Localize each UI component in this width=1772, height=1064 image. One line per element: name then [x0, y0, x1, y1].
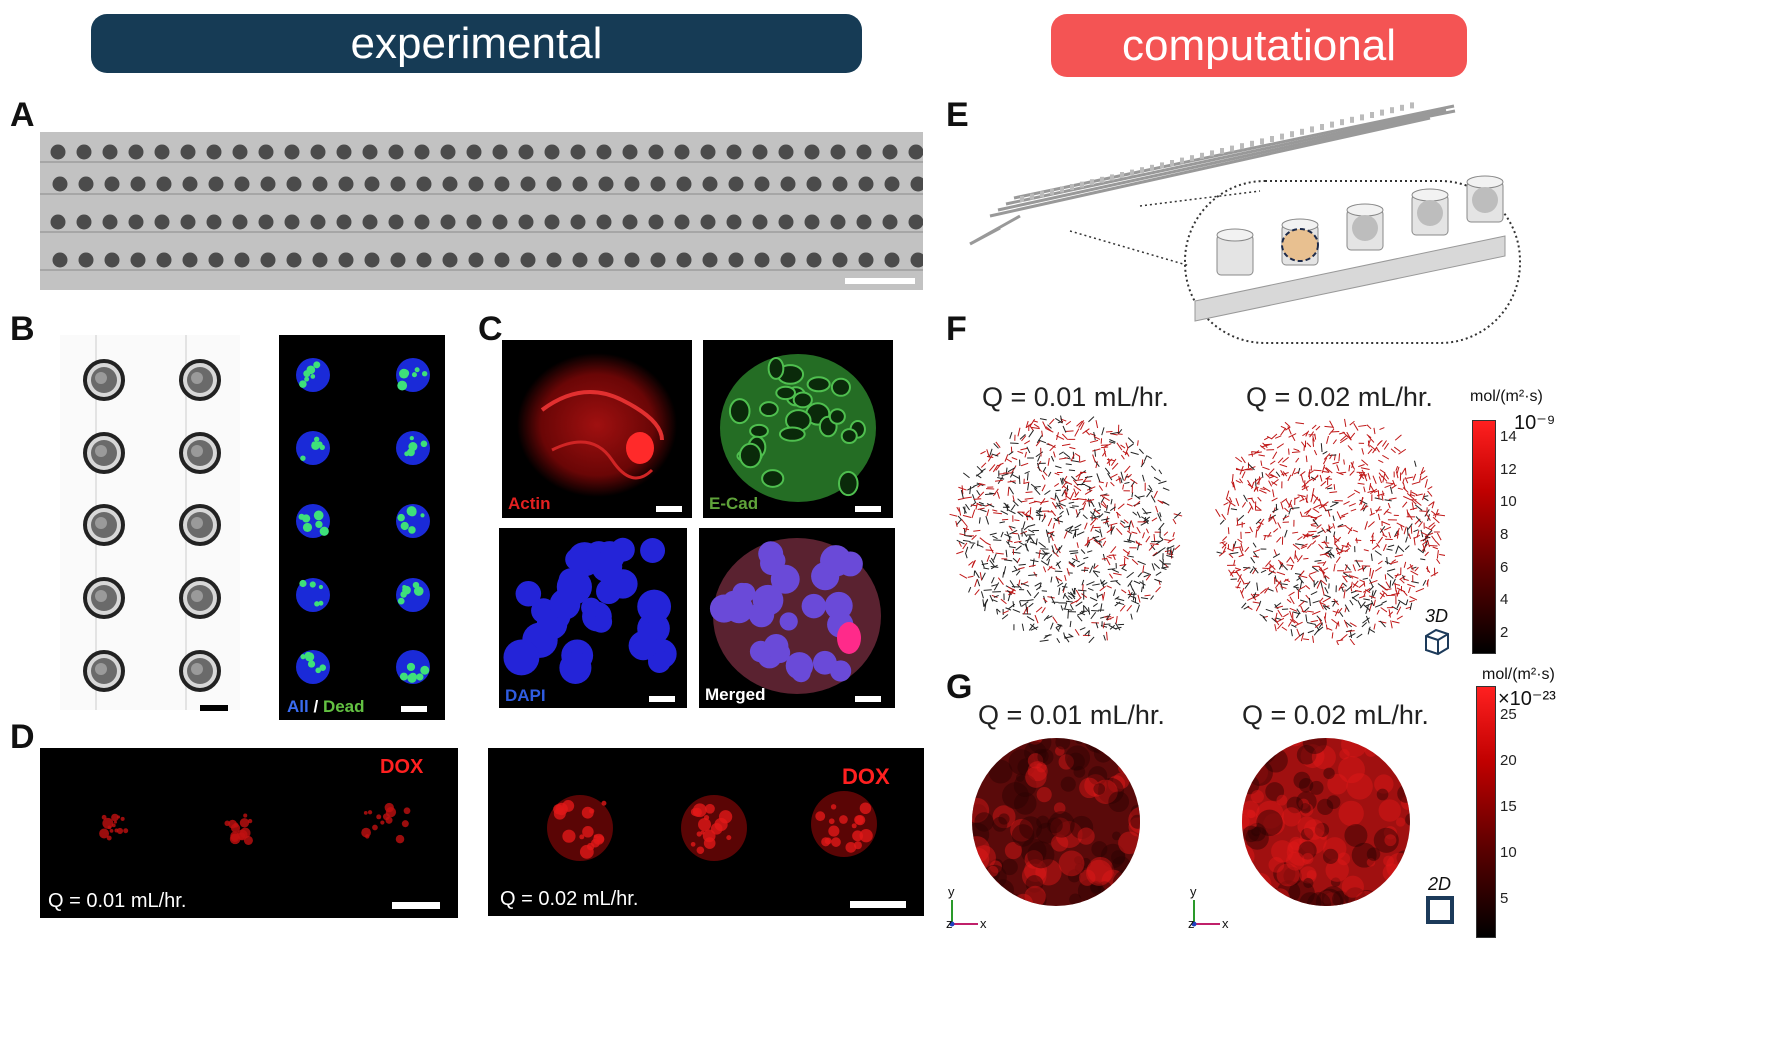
colorbar-exponent-g: ×10⁻²³ [1498, 688, 1556, 710]
axis-y-label: y [1190, 884, 1197, 899]
ecad-image: E-Cad [703, 340, 893, 518]
dox-image-low-flow: DOX Q = 0.01 mL/hr. [40, 748, 458, 918]
colorbar-tick-label: 20 [1500, 752, 1517, 769]
panel-label-e: E [946, 96, 969, 134]
live-dead-fluorescence-image: All / Dead [279, 335, 445, 720]
colorbar-f [1472, 420, 1496, 654]
flux-sphere-low-flow [945, 415, 1185, 645]
dapi-label: DAPI [505, 686, 546, 705]
cube-3d-icon [1422, 626, 1452, 661]
view-3d-label: 3D [1425, 606, 1449, 626]
colorbar-tick-label: 25 [1500, 706, 1517, 723]
colorbar-tick-label: 6 [1500, 558, 1509, 576]
computational-header: computational [1051, 14, 1467, 77]
legend-dead: Dead [322, 697, 365, 716]
dox-label: DOX [380, 756, 424, 778]
scale-bar [855, 506, 881, 512]
square-2d-icon [1426, 896, 1454, 924]
panel-label-c: C [478, 310, 503, 348]
flow-rate-label: Q = 0.02 mL/hr. [500, 888, 639, 910]
merged-label: Merged [705, 685, 766, 704]
colorbar-tick-label: 14 [1500, 428, 1517, 445]
axis-triad-right [1186, 888, 1236, 937]
dapi-image: DAPI [499, 528, 687, 708]
axis-z-label: z [946, 916, 953, 931]
view-2d-label: 2D [1428, 874, 1452, 894]
actin-label: Actin [508, 494, 551, 513]
flux-section-high-flow [1240, 736, 1412, 908]
colorbar-tick-label: 2 [1500, 624, 1509, 641]
device-schematic [960, 96, 1540, 356]
colorbar-unit-f: mol/(m²·s) [1470, 388, 1543, 405]
colorbar-tick-label: 5 [1500, 890, 1509, 907]
colorbar-g [1476, 686, 1496, 938]
colorbar-tick-label: 8 [1500, 526, 1509, 543]
axis-y-label: y [948, 884, 955, 899]
colorbar-tick-label: 10 [1500, 493, 1517, 511]
axis-x-label: x [1222, 916, 1229, 931]
stain-legend: All / Dead [287, 697, 365, 717]
microwell-array-svg [40, 144, 923, 271]
scale-bar [845, 278, 915, 284]
panel-label-d: D [10, 718, 35, 756]
ecad-label: E-Cad [709, 494, 759, 513]
dox-image-high-flow: DOX Q = 0.02 mL/hr. [488, 748, 924, 916]
colorbar-tick-label: 15 [1500, 798, 1517, 815]
actin-image: Actin [502, 340, 692, 518]
flux-section-low-flow [970, 736, 1142, 908]
colorbar-tick-label: 10 [1500, 844, 1517, 861]
scale-bar [656, 506, 682, 512]
flow-rate-title-right: Q = 0.02 mL/hr. [1246, 382, 1433, 412]
scale-bar [392, 902, 440, 909]
scale-bar [855, 696, 881, 702]
colorbar-tick-label: 12 [1500, 460, 1517, 478]
axis-triad-left [944, 888, 994, 937]
microwell-array-image [40, 132, 923, 290]
brightfield-wells-image [60, 335, 240, 711]
legend-all: All [287, 697, 309, 716]
panel-label-b: B [10, 310, 35, 348]
colorbar-tick-label: 4 [1500, 591, 1509, 609]
legend-separator: / [313, 697, 319, 716]
scale-bar [649, 696, 675, 702]
scale-bar [850, 901, 906, 908]
flux-sphere-high-flow [1215, 415, 1448, 649]
merged-image: Merged [699, 528, 895, 708]
scale-bar [401, 706, 427, 712]
experimental-header: experimental [91, 14, 862, 73]
flow-rate-title-right: Q = 0.02 mL/hr. [1242, 700, 1429, 730]
panel-label-g: G [946, 668, 973, 706]
scale-bar [200, 705, 228, 711]
flow-rate-title-left: Q = 0.01 mL/hr. [978, 700, 1165, 730]
colorbar-exponent-f: 10⁻⁹ [1514, 412, 1556, 434]
panel-label-f: F [946, 310, 967, 348]
dox-label: DOX [842, 764, 890, 789]
panel-label-a: A [10, 96, 35, 134]
axis-x-label: x [980, 916, 987, 931]
axis-z-label: z [1188, 916, 1195, 931]
flow-rate-title-left: Q = 0.01 mL/hr. [982, 382, 1169, 412]
flow-rate-label: Q = 0.01 mL/hr. [48, 890, 187, 912]
colorbar-unit-g: mol/(m²·s) [1482, 666, 1555, 683]
